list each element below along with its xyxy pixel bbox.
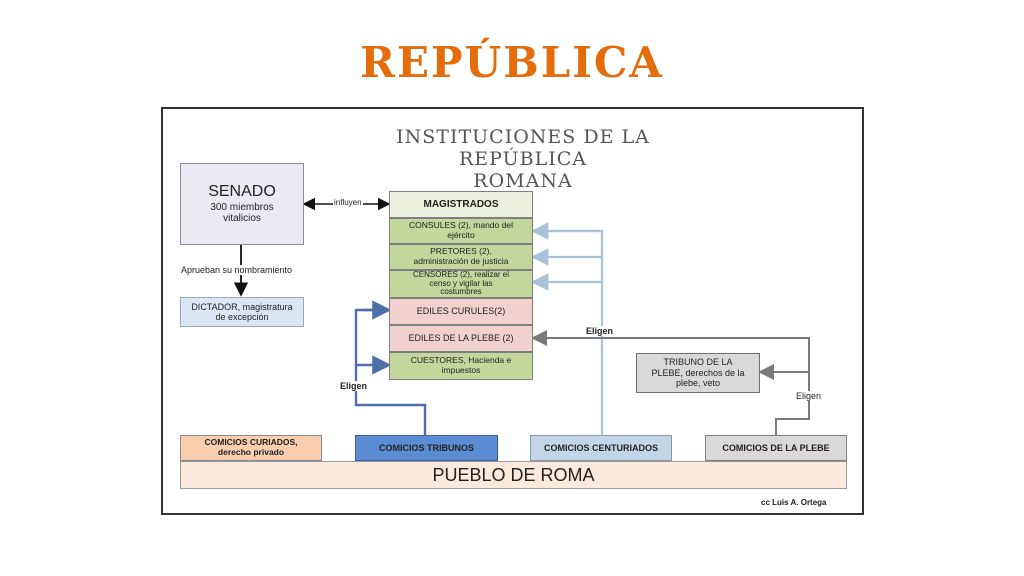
connector-lines [233,197,810,435]
tribuno-line3: plebe, veto [675,378,721,389]
ediles-curules-box: EDILES CURULES(2) [389,298,533,325]
eligen-label-center: Eligen [585,326,615,336]
aprueban-label: Aprueban su nombramiento [181,265,293,275]
censores-line3: costumbres [440,287,482,297]
tribuno-line1: TRIBUNO DE LA [663,357,733,368]
pretores-line1: PRETORES (2), [430,246,492,257]
consules-line2: ejército [447,230,475,240]
diagram-title: INSTITUCIONES DE LA REPÚBLICA ROMANA [343,126,703,193]
comicios-curiados-box: COMICIOS CURIADOS, derecho privado [180,435,322,461]
comicios-centuriados-box: COMICIOS CENTURIADOS [530,435,672,461]
dictador-line1: DICTADOR, magistratura [191,301,293,312]
censores-line1: CENSORES (2), realizar el [412,270,510,280]
eligen-label-left: Eligen [339,381,369,391]
eligen-label-right: Eligen [795,391,823,401]
comicios-tribunos-box: COMICIOS TRIBUNOS [355,435,498,461]
pretores-box: PRETORES (2), administración de justicia [389,244,533,270]
consules-box: CONSULES (2), mando del ejército [389,218,533,244]
pretores-line2: administración de justicia [413,256,509,266]
cuestores-line2: impuestos [441,365,481,375]
magistrados-header: MAGISTRADOS [389,191,533,218]
ediles-plebe-box: EDILES DE LA PLEBE (2) [389,325,533,352]
diagram-frame: INSTITUCIONES DE LA REPÚBLICA ROMANA SEN… [161,107,864,515]
cuestores-box: CUESTORES, Hacienda e impuestos [389,352,533,380]
senado-title: SENADO [208,183,276,201]
consules-line1: CONSULES (2), mando del [409,220,513,231]
cuestores-line1: CUESTORES, Hacienda e [410,355,512,366]
tribuno-line2: PLEBE, derechos de la [651,367,745,378]
senado-line1: 300 miembros [210,201,274,213]
pueblo-box: PUEBLO DE ROMA [180,461,847,489]
comicios-plebe-box: COMICIOS DE LA PLEBE [705,435,847,461]
censores-line2: censo y vigilar las [429,278,493,288]
comicios-curiados-line2: derecho privado [217,447,285,457]
diagram-title-line2: ROMANA [473,169,573,192]
credit-text: cc Luis A. Ortega [761,498,827,507]
plebe-line [533,337,810,435]
dictador-box: DICTADOR, magistratura de excepción [180,297,304,327]
diagram-title-line1: INSTITUCIONES DE LA REPÚBLICA [396,126,650,170]
senado-box: SENADO 300 miembros vitalicios [180,163,304,245]
slide-title: REPÚBLICA [360,38,664,87]
influyen-label: influyen [333,198,363,207]
tribuno-box: TRIBUNO DE LA PLEBE, derechos de la pleb… [636,353,760,393]
comicios-curiados-line1: COMICIOS CURIADOS, [204,437,298,448]
censores-box: CENSORES (2), realizar el censo y vigila… [389,270,533,298]
senado-line2: vitalicios [223,213,261,225]
dictador-line2: de excepción [215,312,269,322]
